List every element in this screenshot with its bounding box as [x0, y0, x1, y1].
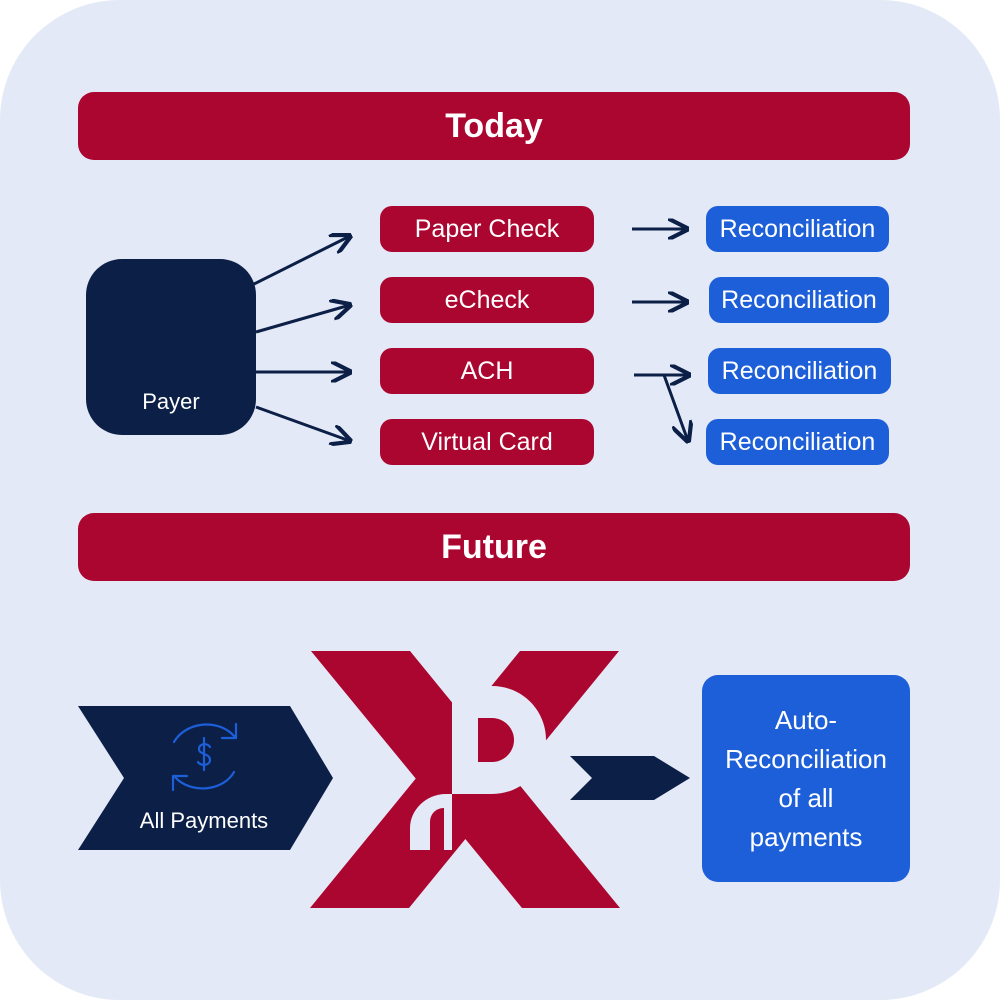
- arrow-ach-recon-second: [662, 374, 688, 441]
- arrow-payer-echeck: [255, 305, 350, 334]
- auto-line-1: Auto-: [774, 704, 838, 735]
- all-payments-label: All Payments: [139, 808, 269, 833]
- reconciliation-ach-2: Reconciliation: [706, 419, 889, 465]
- all-payments-chevron: [78, 706, 333, 850]
- arrow-payer-virtual-card: [255, 405, 350, 441]
- payer-box: Payer: [86, 259, 256, 435]
- auto-arrow-chevron: [570, 756, 690, 800]
- auto-line-2: Reconciliation: [725, 743, 887, 774]
- future-banner: Future: [78, 513, 910, 581]
- reconciliation-paper-check: Reconciliation: [706, 206, 889, 252]
- method-echeck: eCheck: [380, 277, 594, 323]
- x-logo: [310, 651, 620, 908]
- auto-reconciliation-box: Auto- Reconciliation of all payments: [702, 675, 910, 882]
- today-banner: Today: [78, 92, 910, 160]
- method-ach: ACH: [380, 348, 594, 394]
- method-virtual-card: Virtual Card: [380, 419, 594, 465]
- auto-line-3: of all: [778, 782, 834, 813]
- reconciliation-ach-1: Reconciliation: [708, 348, 891, 394]
- dollar-cycle-icon: [171, 722, 238, 792]
- reconciliation-echeck: Reconciliation: [709, 277, 889, 323]
- method-paper-check: Paper Check: [380, 206, 594, 252]
- arrow-payer-paper-check: [253, 236, 350, 286]
- auto-line-4: payments: [749, 821, 863, 852]
- payer-label: Payer: [142, 389, 200, 414]
